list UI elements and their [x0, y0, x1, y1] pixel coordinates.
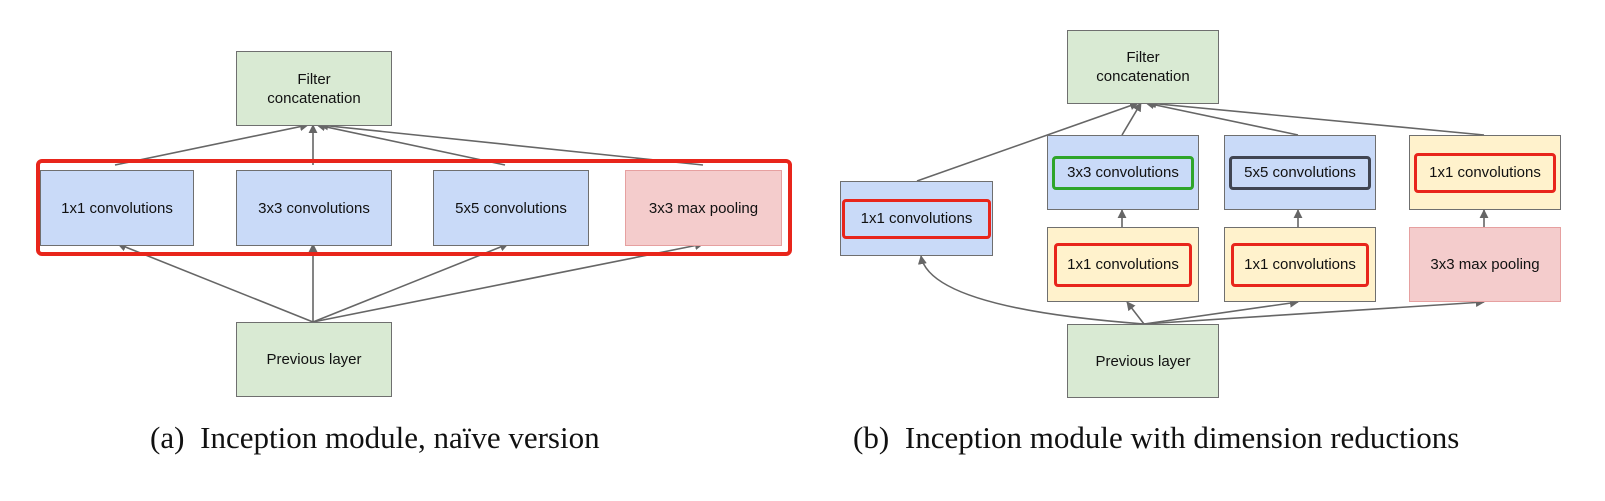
arrow-a-prev-to-pool: [312, 241, 704, 323]
b-filter-concatenation: Filter concatenation: [1067, 30, 1219, 104]
arrow-a-prev-to-1x1: [117, 242, 314, 323]
b-1x1-convolutions-branch2: 1x1 convolutions: [1054, 242, 1192, 287]
a-previous-layer: Previous layer: [236, 322, 392, 397]
b-branch4-conv-box: 1x1 convolutions: [1409, 135, 1561, 210]
a-filter-concatenation: Filter concatenation: [236, 51, 392, 126]
b-branch1-box: 1x1 convolutions: [840, 181, 993, 256]
arrow-a-prev-to-5x5: [312, 242, 509, 323]
b-branch3-reduce-box: 1x1 convolutions: [1224, 227, 1376, 302]
b-branch2-conv-box: 3x3 convolutions: [1047, 135, 1199, 210]
b-3x3-convolutions: 3x3 convolutions: [1052, 155, 1194, 190]
arrow-b-b3-to-concat: [1145, 100, 1299, 136]
arrow-a-pool-to-concat: [319, 121, 704, 166]
arrow-a-1x1-to-concat: [114, 122, 309, 166]
arrow-a-5x5-to-concat: [316, 122, 506, 166]
b-caption: (b) Inception module with dimension redu…: [853, 420, 1459, 456]
b-5x5-convolutions: 5x5 convolutions: [1229, 155, 1371, 190]
a-3x3-convolutions: 3x3 convolutions: [236, 170, 392, 246]
arrow-b-prev-to-b3: [1143, 298, 1299, 325]
b-caption-label: (b): [853, 420, 890, 455]
arrow-b-prev-to-b2: [1126, 301, 1145, 325]
b-1x1-convolutions-branch4: 1x1 convolutions: [1414, 152, 1556, 193]
b-1x1-convolutions-branch3: 1x1 convolutions: [1231, 242, 1369, 287]
a-caption: (a) Inception module, naïve version: [150, 420, 600, 456]
a-3x3-max-pooling: 3x3 max pooling: [625, 170, 782, 246]
a-caption-text: Inception module, naïve version: [200, 420, 600, 455]
arrow-b-b4-to-concat: [1147, 99, 1485, 136]
arrow-b-b1-to-concat: [916, 101, 1139, 182]
a-caption-label: (a): [150, 420, 185, 455]
b-branch2-reduce-box: 1x1 convolutions: [1047, 227, 1199, 302]
arrow-b-b2-to-concat: [1121, 102, 1142, 136]
b-caption-text: Inception module with dimension reductio…: [904, 420, 1460, 455]
b-1x1-convolutions-branch1: 1x1 convolutions: [842, 198, 991, 239]
arrow-b-prev-to-b1: [917, 255, 1145, 325]
a-5x5-convolutions: 5x5 convolutions: [433, 170, 589, 246]
arrow-b-prev-to-b4: [1143, 298, 1485, 325]
a-branches-highlight: [36, 159, 792, 256]
a-1x1-convolutions: 1x1 convolutions: [40, 170, 194, 246]
b-3x3-max-pooling: 3x3 max pooling: [1409, 227, 1561, 302]
b-previous-layer: Previous layer: [1067, 324, 1219, 398]
b-branch3-conv-box: 5x5 convolutions: [1224, 135, 1376, 210]
